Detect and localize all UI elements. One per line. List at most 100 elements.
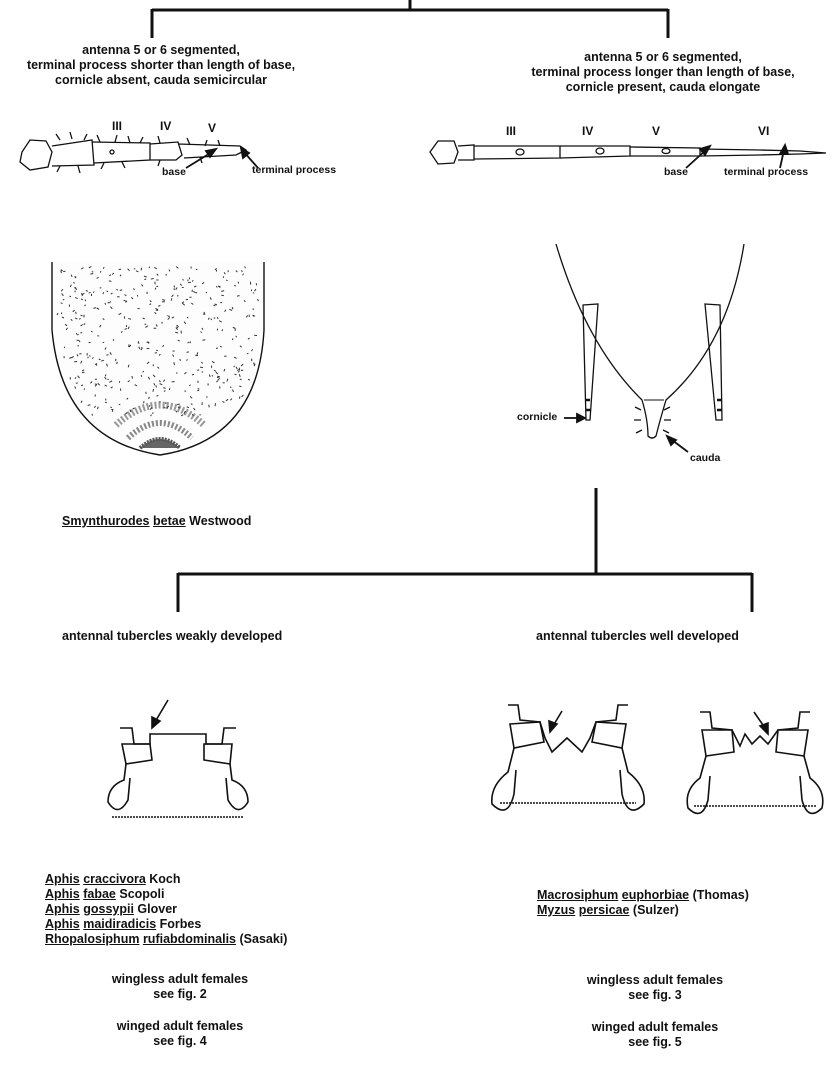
right-criteria-line-3: cornicle present, cauda elongate (504, 80, 822, 95)
cauda-elongate-drawing (556, 244, 744, 438)
right-criteria-line-2: terminal process longer than length of b… (504, 65, 822, 80)
right-winged-ref: winged adult females see fig. 5 (545, 1020, 765, 1050)
stipple-mark (121, 331, 122, 332)
top-bracket (152, 0, 668, 38)
winged-label: winged adult females (70, 1019, 290, 1034)
stipple-mark (125, 329, 127, 330)
cauda-label: cauda (690, 452, 720, 464)
species-author: Koch (149, 872, 180, 886)
right-segment-iii: III (506, 124, 516, 138)
stipple-mark (234, 285, 236, 286)
stipple-mark (75, 277, 76, 278)
stipple-mark (61, 303, 63, 304)
stipple-mark (76, 312, 77, 314)
stipple-mark (79, 341, 80, 343)
left-segment-v: V (208, 121, 216, 135)
species-author: (Sulzer) (633, 903, 679, 917)
stipple-mark (227, 379, 228, 382)
wingless-fig-link[interactable]: see fig. 2 (70, 987, 290, 1002)
stipple-mark (110, 407, 111, 408)
stipple-mark (190, 342, 191, 344)
stipple-mark (238, 282, 239, 284)
stipple-mark (253, 293, 254, 294)
sub-right-criteria: antennal tubercles well developed (536, 629, 739, 644)
stipple-mark (149, 397, 150, 399)
left-criteria-line-2: terminal process shorter than length of … (0, 58, 322, 73)
stipple-mark (156, 286, 158, 287)
species-row: Rhopalosiphum rufiabdominalis (Sasaki) (45, 932, 287, 947)
stipple-mark (198, 389, 200, 390)
sub-bracket (178, 488, 752, 612)
stipple-mark (243, 274, 244, 276)
right-base-label: base (664, 166, 688, 178)
winged-fig-link[interactable]: see fig. 5 (545, 1035, 765, 1050)
stipple-mark (149, 405, 150, 406)
species-epithet: betae (153, 514, 186, 528)
antenna-right-drawing (430, 141, 826, 164)
left-base-label: base (162, 166, 186, 178)
stipple-mark (138, 341, 139, 343)
stipple-mark (249, 315, 250, 317)
stipple-mark (156, 385, 157, 387)
stipple-mark (248, 379, 250, 380)
wingless-label: wingless adult females (545, 973, 765, 988)
left-wingless-ref: wingless adult females see fig. 2 (70, 972, 290, 1002)
species-genus: Macrosiphum (537, 888, 618, 902)
stipple-mark (216, 287, 217, 288)
species-row: Macrosiphum euphorbiae (Thomas) (537, 888, 749, 903)
stipple-mark (93, 357, 94, 359)
stipple-mark (247, 353, 248, 354)
stipple-mark (81, 315, 83, 316)
species-epithet: persicae (579, 903, 630, 917)
stipple-mark (141, 268, 142, 271)
stipple-mark (200, 367, 203, 368)
stipple-mark (120, 290, 122, 291)
left-segment-iv: IV (160, 119, 171, 133)
wingless-label: wingless adult females (70, 972, 290, 987)
species-genus: Smynthurodes (62, 514, 150, 528)
species-row: Myzus persicae (Sulzer) (537, 903, 749, 918)
stipple-mark (88, 405, 91, 406)
wingless-fig-link[interactable]: see fig. 3 (545, 988, 765, 1003)
stipple-mark (93, 308, 96, 309)
winged-fig-link[interactable]: see fig. 4 (70, 1034, 290, 1049)
stipple-mark (221, 295, 224, 296)
stipple-mark (258, 299, 259, 301)
species-genus: Rhopalosiphum (45, 932, 139, 946)
stipple-mark (113, 339, 114, 340)
stipple-mark (144, 279, 146, 280)
species-author: Forbes (160, 917, 202, 931)
stipple-mark (215, 403, 216, 406)
stipple-mark (98, 407, 99, 410)
left-criteria-line-1: antenna 5 or 6 segmented, (0, 43, 322, 58)
stipple-mark (163, 345, 164, 347)
antenna-left-arrows (186, 148, 258, 168)
stipple-mark (221, 291, 224, 292)
stipple-mark (70, 296, 72, 297)
sub-left-criteria: antennal tubercles weakly developed (62, 629, 282, 644)
species-epithet: rufiabdominalis (143, 932, 236, 946)
right-terminal-process-label: terminal process (724, 166, 808, 178)
left-segment-iii: III (112, 119, 122, 133)
stipple-mark (237, 296, 240, 297)
species-epithet: euphorbiae (622, 888, 689, 902)
species-genus: Aphis (45, 902, 80, 916)
left-terminal-process-label: terminal process (252, 164, 336, 176)
right-segment-v: V (652, 124, 660, 138)
stipple-mark (61, 313, 62, 315)
stipple-mark (89, 356, 91, 357)
stipple-mark (222, 329, 223, 331)
stipple-mark (153, 389, 154, 392)
species-row: Aphis fabae Scopoli (45, 887, 287, 902)
species-smynthurodes: Smynthurodes betae Westwood (62, 514, 251, 529)
stipple-mark (187, 352, 189, 353)
stipple-mark (180, 359, 181, 361)
species-list-right: Macrosiphum euphorbiae (Thomas) Myzus pe… (537, 888, 749, 918)
stipple-mark (132, 376, 133, 379)
species-genus: Aphis (45, 872, 80, 886)
species-epithet: maidiradicis (83, 917, 156, 931)
stipple-mark (76, 333, 77, 335)
stipple-mark (196, 269, 198, 270)
right-criteria-line-1: antenna 5 or 6 segmented, (504, 50, 822, 65)
species-epithet: gossypii (83, 902, 134, 916)
